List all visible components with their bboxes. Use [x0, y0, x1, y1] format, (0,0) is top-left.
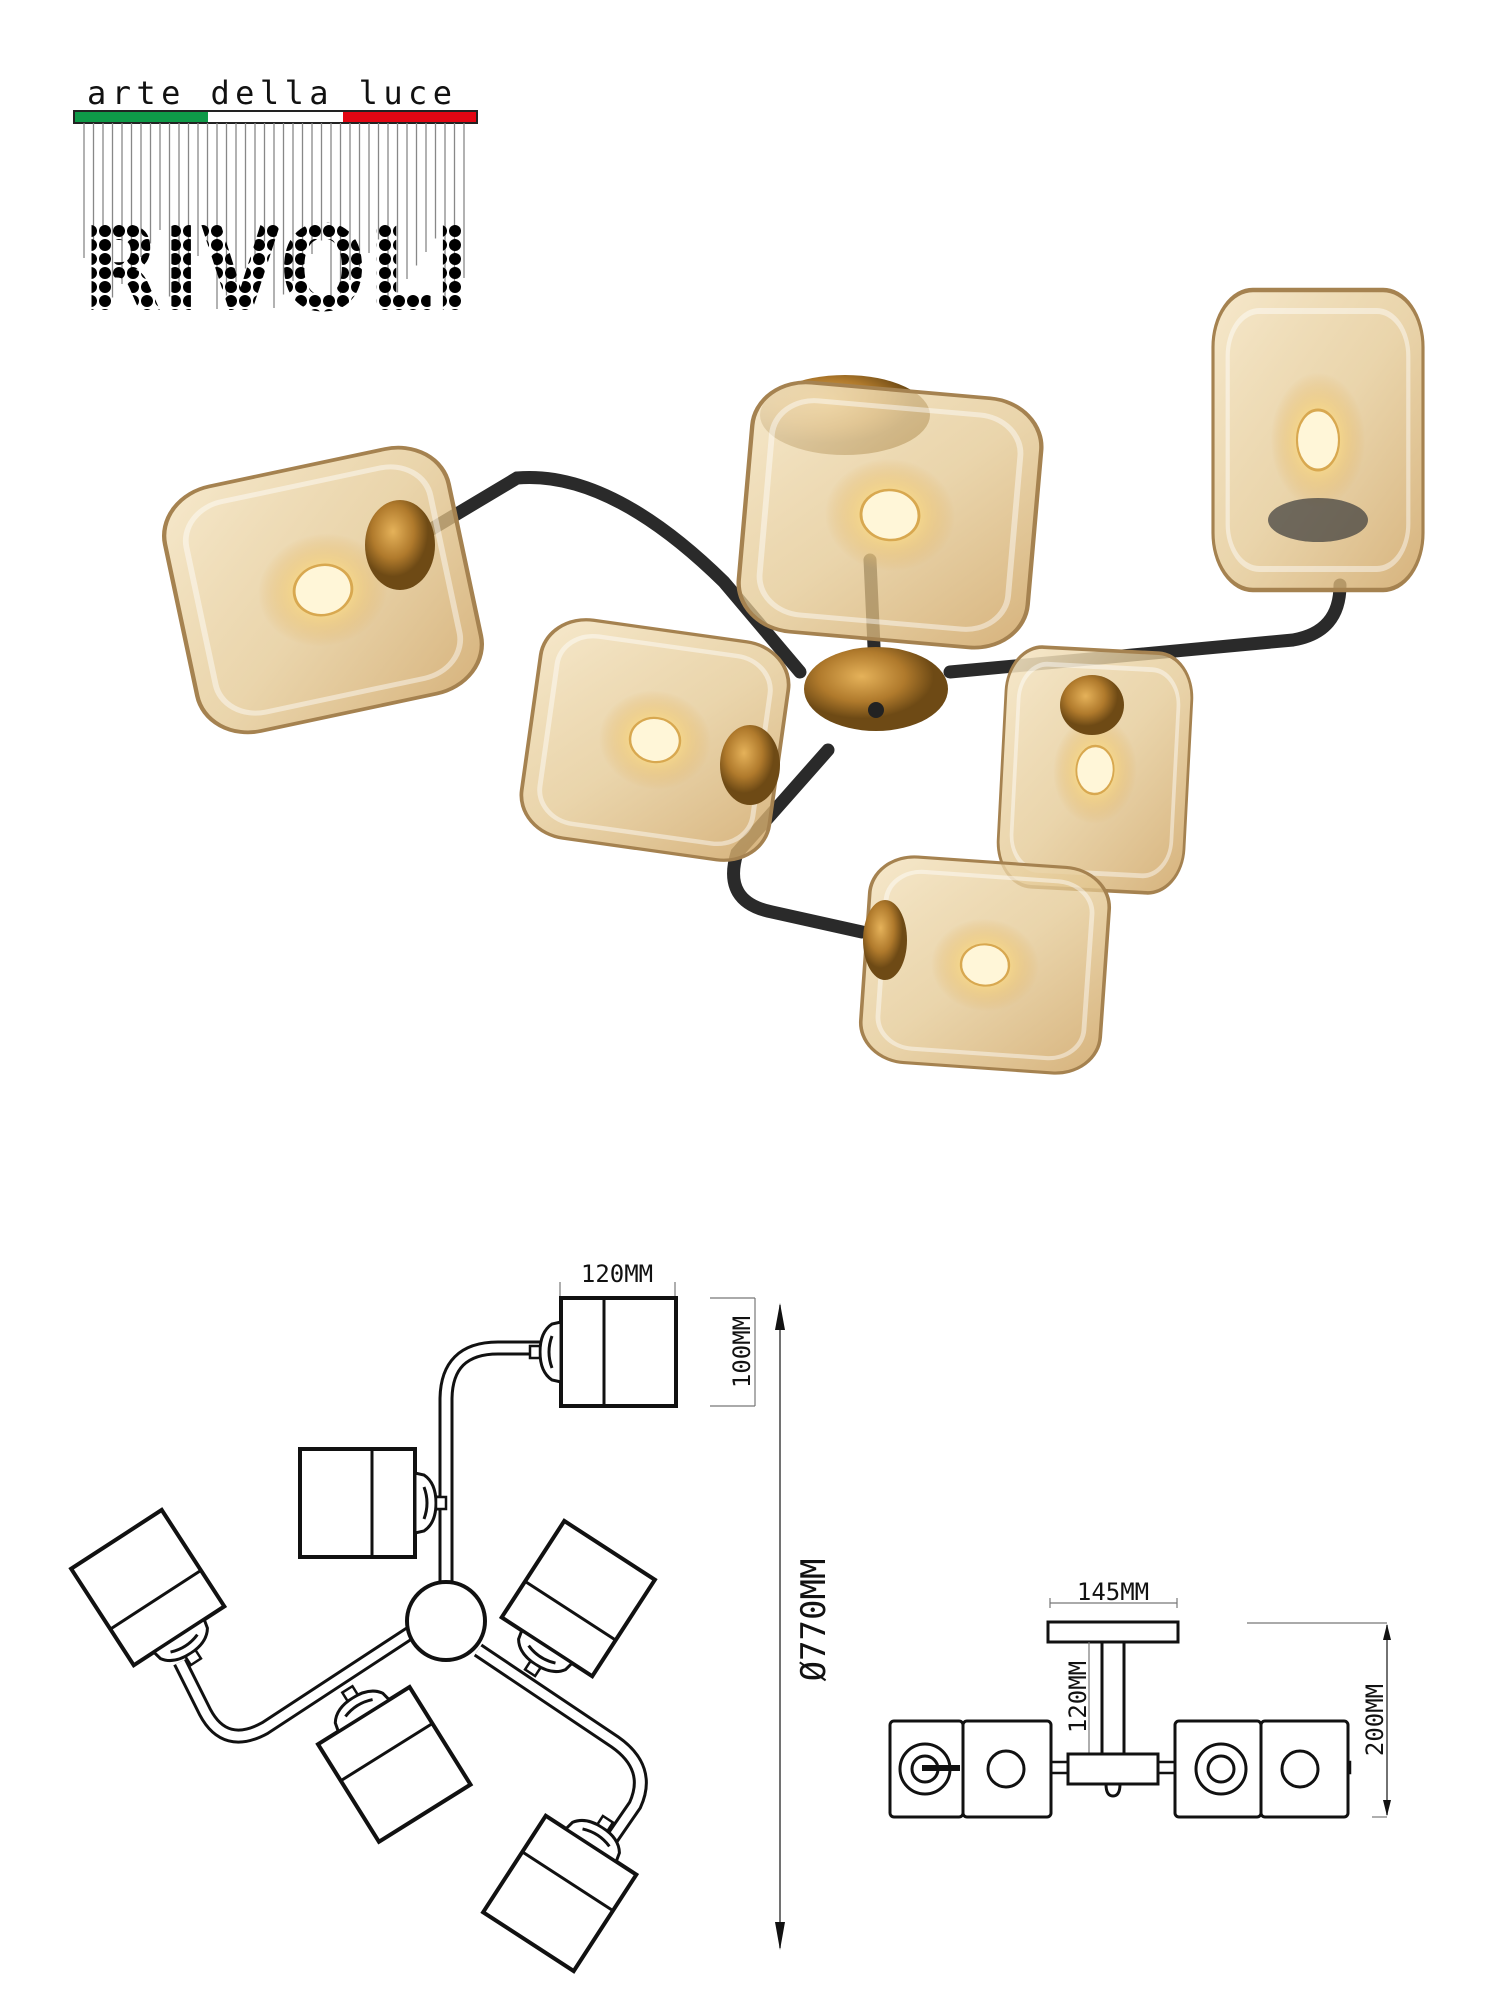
logo-tagline: arte della luce: [87, 74, 459, 112]
socket-left: [365, 500, 435, 590]
center-hub: [804, 647, 948, 731]
flag-white: [208, 111, 343, 123]
plan-view-drawing: 120MM 100MM Ø770MM: [69, 1260, 834, 1974]
logo-hanging-strings: [83, 123, 465, 309]
side-stem: [1100, 1640, 1126, 1756]
flag-red: [343, 111, 477, 123]
side-shade: [1259, 1719, 1350, 1819]
brand-logo: arte della luce RIVOLI: [73, 74, 478, 338]
dim-shade-height: 100MM: [728, 1316, 756, 1388]
plan-shade: [298, 1447, 448, 1559]
glass-shade-top: [735, 378, 1046, 652]
side-shade: [961, 1719, 1053, 1819]
flag-green: [74, 111, 208, 123]
side-shade: [1173, 1719, 1263, 1819]
side-hub: [1066, 1752, 1160, 1786]
glass-shade-top-right: [1213, 290, 1423, 590]
side-view-drawing: 145MM 120MM 200MM: [888, 1578, 1391, 1819]
plan-shade: [528, 1296, 678, 1408]
dim-stem-height: 120MM: [1064, 1661, 1092, 1733]
plan-arms: [173, 1340, 648, 1855]
dim-canopy-width: 145MM: [1077, 1578, 1149, 1606]
glass-shade-left: [155, 438, 491, 743]
logo-brand-lettering: RIVOLI: [82, 200, 472, 338]
dim-total-height: 200MM: [1361, 1684, 1389, 1756]
plan-hub: [405, 1580, 487, 1662]
dim-shade-width: 120MM: [581, 1260, 653, 1288]
plan-shade: [69, 1507, 244, 1694]
side-canopy: [1046, 1620, 1180, 1644]
product-photo: [155, 290, 1423, 1076]
dim-diameter: Ø770MM: [794, 1559, 834, 1682]
